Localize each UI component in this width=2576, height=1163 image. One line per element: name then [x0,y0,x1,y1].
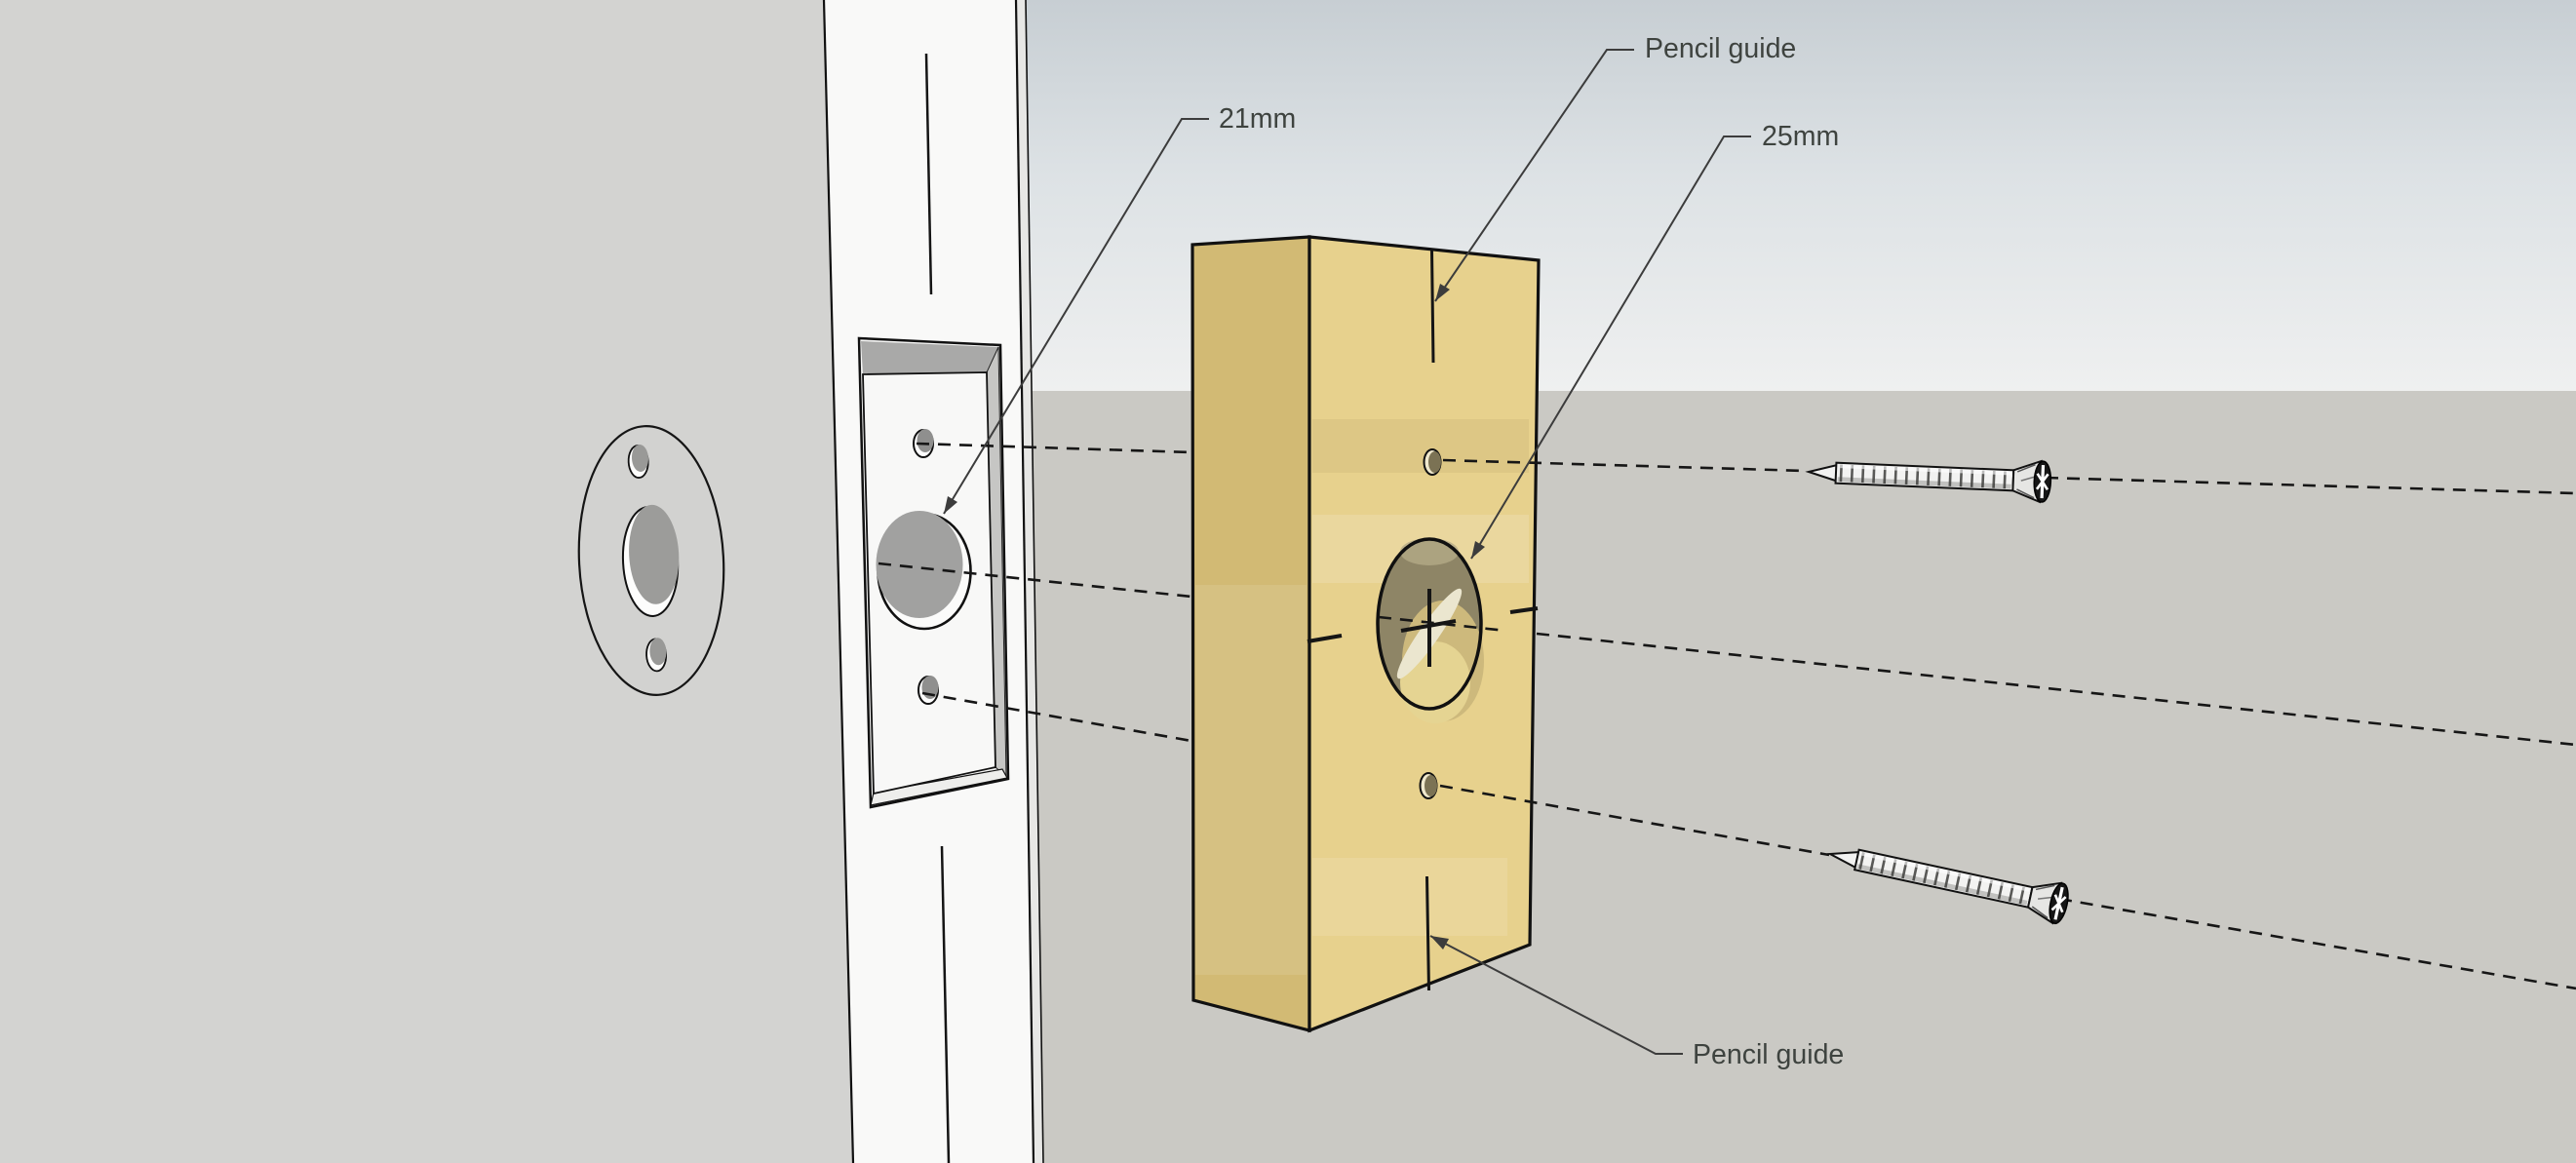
cone-hatch [2035,884,2055,891]
leader-line-21mm [943,118,1209,515]
block-front-band-dark [1312,419,1529,473]
screw-shaft-highlight [1861,852,2031,892]
brass-drill-guide-block [1190,235,1541,1033]
cone-hatch [2031,906,2049,919]
cone-hatch [2016,464,2036,473]
faceplate-hole-21mm-shadow [876,511,963,618]
pencil-tick-right [1509,606,1539,614]
dash-segment [1439,784,1830,857]
door-face-surface [0,0,853,1163]
screw-shaft-highlight [1840,464,2012,476]
arrowhead-pencil-guide-top [1435,284,1450,301]
dash-segment [2058,897,2576,990]
arrowhead-21mm [944,496,957,514]
leader-line-25mm [1470,136,1751,560]
block-pilot-hole-top-shadow [1428,451,1441,473]
block-left-face-sheen [1195,585,1307,975]
board-right-edge [1014,0,1035,1163]
board-left-edge [822,0,855,1163]
pencil-tick-left [1307,634,1343,643]
alignment-line-center-bore [878,562,2576,747]
label-pencil-guide-bottom: Pencil guide [1693,1039,1844,1070]
alignment-lines [878,442,2576,990]
pencil-centerline-lower [940,845,951,1163]
pencil-cross-horizontal [1400,619,1457,633]
annotations: 21mm Pencil guide 25mm Pencil guide [943,33,1844,1070]
label-pencil-guide-top: Pencil guide [1645,33,1796,64]
phillips-slot [2050,896,2067,911]
label-25mm: 25mm [1762,121,1839,152]
dash-segment [921,691,1192,743]
dash-segment [1536,632,2576,747]
dash-segment [1442,458,1807,473]
arrowhead-pencil-guide-bottom [1430,936,1449,950]
pencil-guide-line-top [1430,250,1435,364]
hole-interior-top-band [1400,538,1459,565]
alignment-line-top-screw [916,442,2576,495]
screw-top [1805,459,2052,504]
hole-outline [1376,537,1483,711]
leader-line-pencil-guide-bottom [1429,935,1683,1055]
leader-line-pencil-guide-top [1434,49,1634,302]
mortise-recess-and-faceplate [857,336,1010,809]
screw-tip [1805,463,1840,484]
label-21mm: 21mm [1219,103,1296,135]
screw-threads [1858,852,2031,906]
dash-segment [878,562,1192,599]
door-face-panel [0,0,853,1163]
block-front-band-bottom [1312,858,1507,936]
arrowhead-25mm [1471,541,1485,559]
escutcheon-center-hole-shadow [629,504,680,604]
recess-bottom-lip [870,768,1008,806]
screw-bottom [1826,848,2069,925]
screw-threads [1839,464,2012,489]
dash-segment [916,442,1192,454]
escutcheon-screw-hole-bottom-shadow [649,638,667,666]
recess-top-shadow [861,341,998,374]
escutcheon-plate [577,425,725,696]
board-back-edge [1025,0,1044,1163]
pencil-guide-line-bottom [1425,875,1430,991]
alignment-line-bottom-screw [921,691,2576,990]
phillips-slot [2035,473,2049,490]
faceplate-screw-hole-top-shadow [917,429,934,452]
pencil-centerline-upper [924,53,933,295]
cone-hatch [2016,488,2035,499]
board-side-sliver [1016,0,1043,1163]
dash-segment [2045,476,2576,495]
block-pilot-hole-bottom-shadow [1425,775,1437,796]
escutcheon-screw-hole-top-shadow [631,444,649,472]
